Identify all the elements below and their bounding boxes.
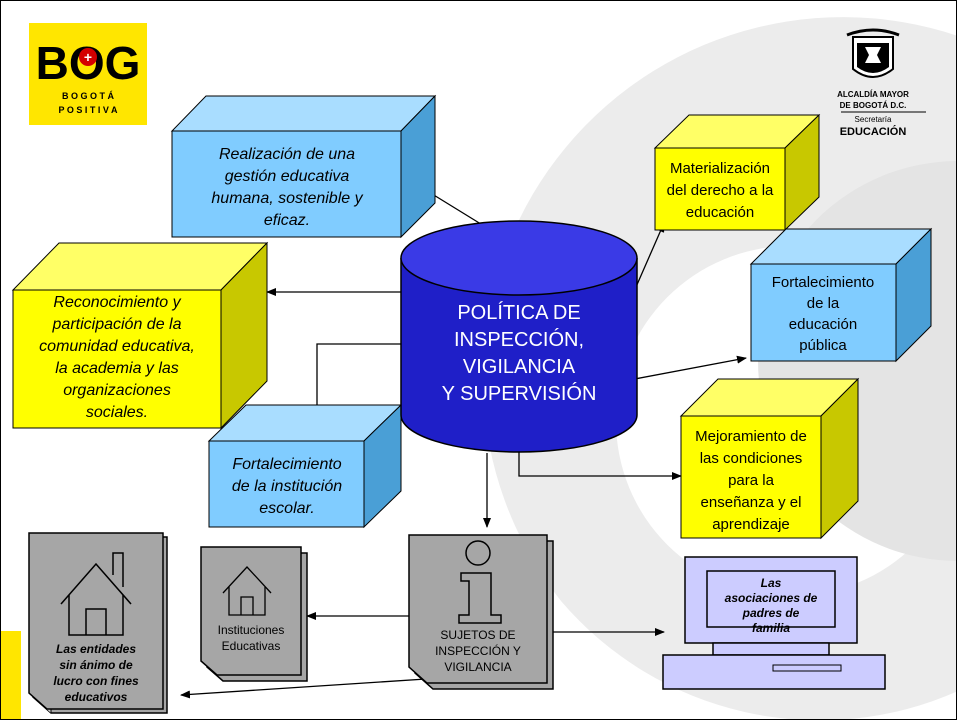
doc-instituciones: Instituciones Educativas: [200, 546, 308, 682]
house-icon: [60, 552, 132, 636]
gestion-line-3: humana, sostenible y: [211, 190, 363, 207]
doc-sujetos: SUJETOS DE INSPECCIÓN Y VIGILANCIA: [408, 534, 554, 690]
fort-publica-line-1: Fortalecimiento: [772, 274, 875, 291]
instituciones-line-2: Educativas: [222, 639, 281, 653]
alcaldia-line2: DE BOGOTÁ D.C.: [840, 101, 907, 110]
arrow-to-entidades: [180, 678, 427, 699]
arrow-to-fortalecimiento-publica: [623, 355, 747, 382]
coat-of-arms-icon: [846, 28, 900, 78]
materializacion-line-1: Materialización: [670, 160, 770, 177]
asociaciones-line-4: familia: [752, 621, 790, 635]
logo-line1: B O G O T Á: [62, 91, 115, 101]
asociaciones-line-3: padres de: [742, 606, 800, 620]
center-line-3: VIGILANCIA: [463, 356, 576, 378]
mejoramiento-line-4: enseñanza y el: [701, 494, 802, 511]
box-reconocimiento: Reconocimiento y participación de la com…: [11, 241, 269, 430]
reconocimiento-line-1: Reconocimiento y: [53, 294, 181, 311]
reconocimiento-line-3: comunidad educativa,: [39, 338, 195, 355]
sujetos-line-2: INSPECCIÓN Y: [435, 643, 521, 658]
gestion-line-1: Realización de una: [219, 146, 355, 163]
box-mejoramiento: Mejoramiento de las condiciones para la …: [679, 377, 860, 540]
instituciones-line-1: Instituciones: [218, 623, 285, 637]
materializacion-line-2: del derecho a la: [667, 182, 774, 199]
mejoramiento-line-2: las condiciones: [700, 450, 803, 467]
mejoramiento-line-1: Mejoramiento de: [695, 428, 807, 445]
arrow-to-fortalecimiento-institucion: [313, 343, 401, 416]
sujetos-line-3: VIGILANCIA: [444, 660, 511, 674]
reconocimiento-line-2: participación de la: [52, 316, 182, 333]
info-icon: [458, 540, 502, 624]
asociaciones-line-1: Las: [761, 576, 782, 590]
gestion-line-2: gestión educativa: [225, 168, 350, 185]
computer-base: [662, 654, 886, 690]
gestion-line-4: eficaz.: [264, 212, 310, 229]
fort-publica-line-2: de la: [807, 295, 840, 312]
house-icon: [222, 566, 272, 616]
computer-asociaciones: Las asociaciones de padres de familia: [662, 556, 886, 690]
reconocimiento-line-6: sociales.: [86, 404, 148, 421]
doc-entidades: Las entidades sin ánimo de lucro con fin…: [28, 532, 168, 714]
mejoramiento-line-5: aprendizaje: [712, 516, 790, 533]
materializacion-line-3: educación: [686, 204, 754, 221]
monitor-screen: [706, 570, 836, 628]
entidades-line-3: lucro con fines: [53, 674, 139, 688]
center-line-1: POLÍTICA DE: [457, 301, 580, 324]
alcaldia-logo: ALCALDÍA MAYOR DE BOGOTÁ D.C. Secretaría…: [837, 28, 926, 138]
sujetos-line-1: SUJETOS DE: [440, 628, 515, 642]
svg-text:+: +: [84, 49, 92, 65]
box-fortalecimiento-institucion: Fortalecimiento de la institución escola…: [207, 403, 403, 529]
connectors: [180, 180, 747, 699]
central-cylinder: POLÍTICA DE INSPECCIÓN, VIGILANCIA Y SUP…: [400, 220, 638, 453]
box-fortalecimiento-publica: Fortalecimiento de la educación pública: [749, 227, 933, 363]
fort-publica-line-4: pública: [799, 337, 847, 354]
logo-line2: P O S I T I V A: [58, 105, 118, 115]
reconocimiento-line-4: la academia y las: [55, 360, 179, 377]
fort-publica-line-3: educación: [789, 316, 857, 333]
alcaldia-line1: ALCALDÍA MAYOR: [837, 90, 909, 99]
educacion-label: EDUCACIÓN: [840, 125, 907, 138]
arrow-to-mejoramiento: [518, 451, 682, 480]
secretaria-label: Secretaría: [855, 115, 892, 124]
reconocimiento-line-5: organizaciones: [63, 382, 171, 399]
fort-inst-line-2: de la institución: [232, 478, 342, 495]
entidades-line-1: Las entidades: [56, 642, 136, 656]
entidades-line-4: educativos: [65, 690, 128, 704]
fort-inst-line-1: Fortalecimiento: [232, 456, 341, 473]
box-materializacion: Materialización del derecho a la educaci…: [653, 113, 821, 232]
entidades-line-2: sin ánimo de: [59, 658, 133, 672]
center-line-2: INSPECCIÓN,: [454, 328, 584, 351]
box-gestion-educativa: Realización de una gestión educativa hum…: [170, 94, 437, 239]
mejoramiento-line-3: para la: [728, 472, 775, 489]
fort-inst-line-3: escolar.: [259, 500, 314, 517]
asociaciones-line-2: asociaciones de: [725, 591, 818, 605]
center-line-4: Y SUPERVISIÓN: [442, 382, 597, 405]
bogota-positiva-logo: BOG + B O G O T Á P O S I T I V A: [29, 23, 147, 125]
